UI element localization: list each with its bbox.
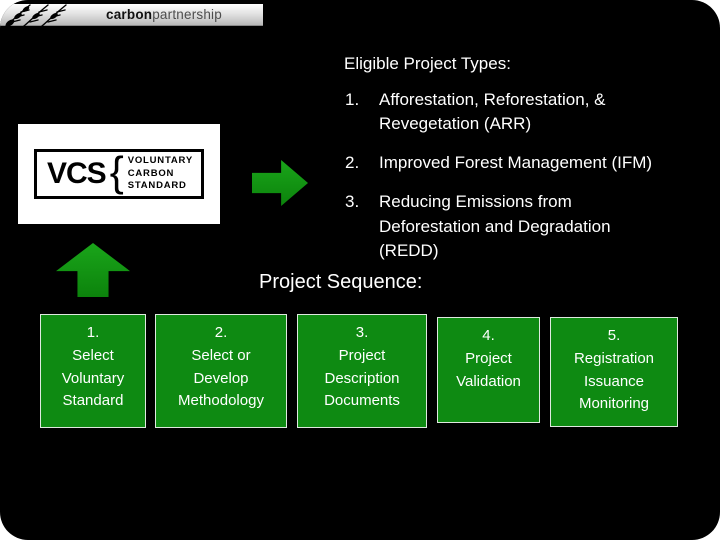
sequence-step-label: 3. Project Description Documents (324, 324, 400, 410)
vcs-word-voluntary: VOLUNTARY (127, 155, 193, 167)
vcs-logo-frame: VCS { VOLUNTARY CARBON STANDARD (34, 149, 204, 199)
list-item-number: 3. (345, 192, 360, 212)
brand-wordmark: carbonpartnership (106, 7, 222, 22)
project-sequence-title: Project Sequence: (259, 271, 423, 293)
brand-partnership: partnership (152, 7, 222, 22)
vcs-logo: VCS { VOLUNTARY CARBON STANDARD (18, 124, 220, 224)
sequence-step-label: 2. Select or Develop Methodology (178, 324, 264, 410)
list-item: 3. Reducing Emissions from Deforestation… (345, 190, 710, 262)
branch-decoration-icon (5, 3, 67, 26)
list-item-text: Afforestation, Reforestation, & Revegeta… (379, 90, 606, 134)
sequence-step-3: 3. Project Description Documents (297, 314, 427, 428)
list-item-text: Improved Forest Management (IFM) (379, 153, 653, 173)
brand-carbon: carbon (106, 7, 153, 22)
arrow-right-icon (252, 160, 308, 206)
vcs-word-carbon: CARBON (127, 167, 175, 179)
list-item-number: 1. (345, 90, 360, 109)
eligible-types-list: 1. Afforestation, Reforestation, & Reveg… (345, 88, 710, 278)
vcs-brace: { (109, 148, 124, 196)
list-item: 2. Improved Forest Management (IFM) (345, 151, 710, 175)
sequence-step-2: 2. Select or Develop Methodology (155, 314, 287, 428)
list-item: 1. Afforestation, Reforestation, & Reveg… (345, 88, 710, 136)
eligible-types-title: Eligible Project Types: (344, 54, 511, 73)
sequence-step-5: 5. Registration Issuance Monitoring (550, 317, 678, 427)
sequence-step-label: 1. Select Voluntary Standard (61, 324, 125, 410)
sequence-step-label: 4. Project Validation (456, 327, 521, 390)
sequence-step-1: 1. Select Voluntary Standard (40, 314, 146, 428)
list-item-text: Reducing Emissions from Deforestation an… (379, 192, 611, 260)
vcs-acronym: VCS (47, 156, 107, 190)
vcs-word-standard: STANDARD (127, 180, 187, 192)
vcs-words: VOLUNTARY CARBON STANDARD (128, 155, 193, 192)
sequence-step-4: 4. Project Validation (437, 317, 540, 423)
sequence-step-label: 5. Registration Issuance Monitoring (573, 327, 655, 413)
arrow-up-icon (56, 243, 130, 297)
list-item-number: 2. (345, 153, 360, 173)
brand-bar: carbonpartnership (0, 3, 263, 26)
